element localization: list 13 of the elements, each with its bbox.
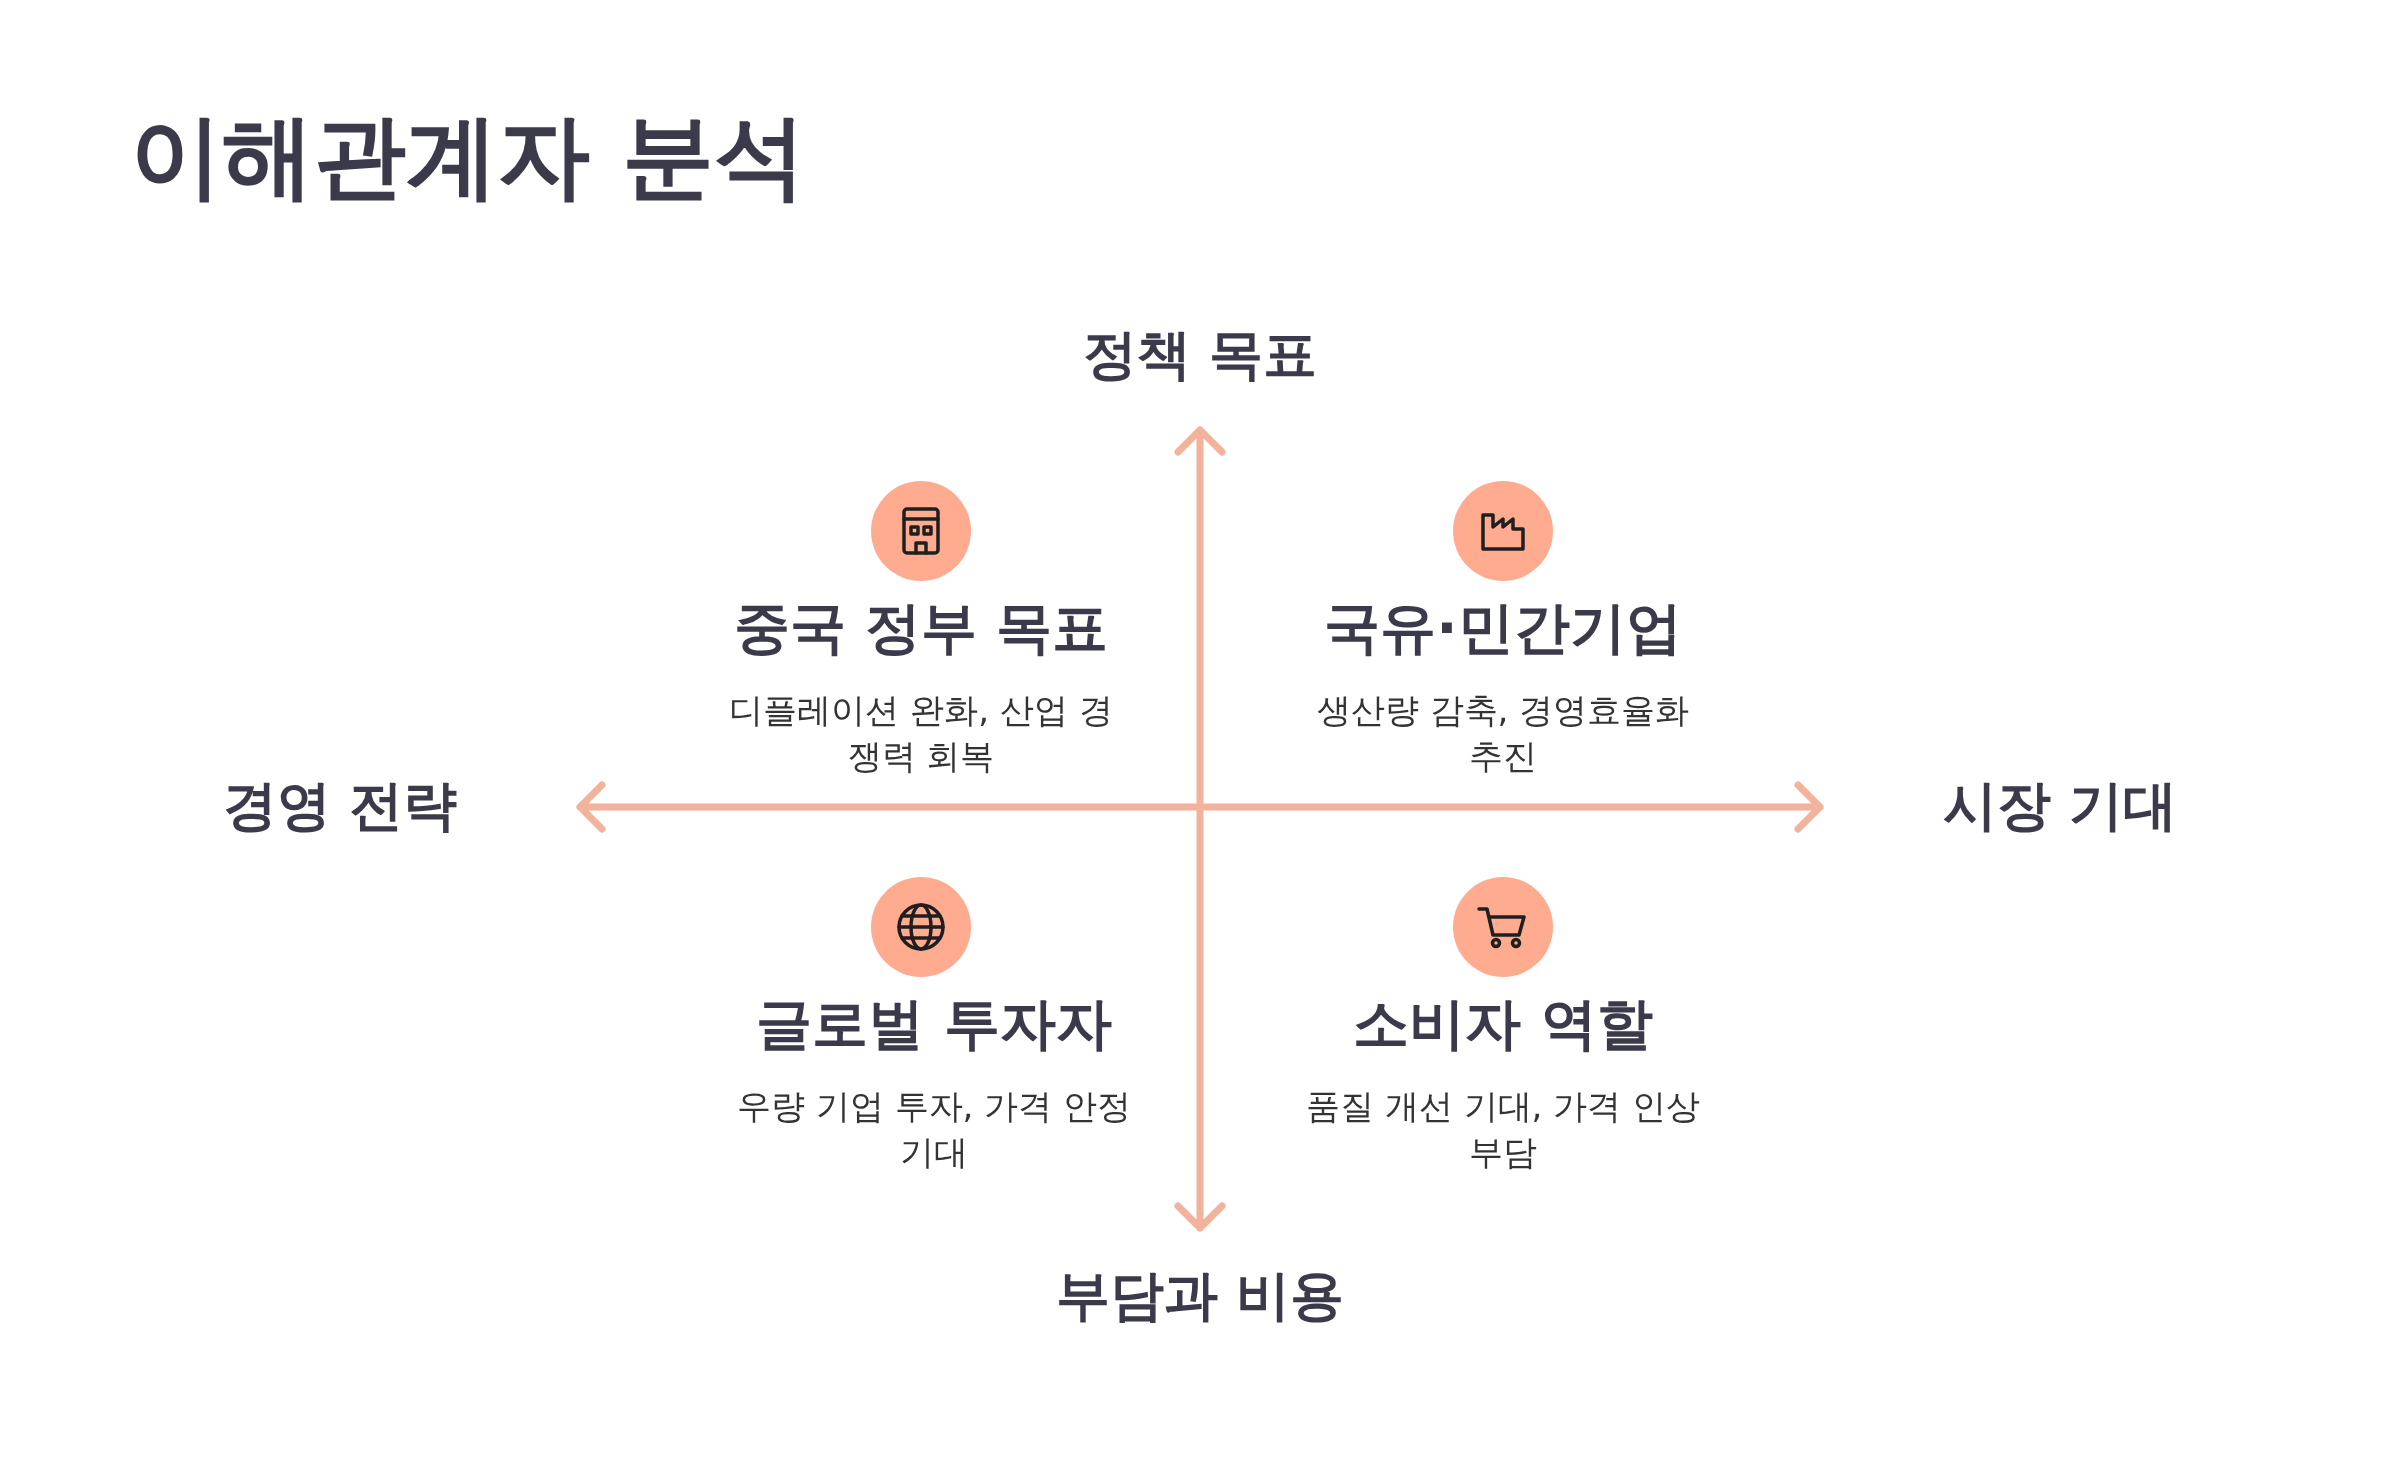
- quadrant-heading: 국유·민간기업: [1324, 594, 1682, 662]
- title: 이해관계자 분석: [130, 102, 807, 212]
- axis-label: 부담과 비용: [1055, 1262, 1345, 1329]
- quadrant-heading: 글로벌 투자자: [756, 990, 1112, 1058]
- quadrant-heading: 소비자 역할: [1353, 990, 1653, 1058]
- quadrant-description: 생산량 감축, 경영효율화 추진: [1315, 689, 1691, 778]
- quadrant-description: 디플레이션 완화, 산업 경쟁력 회복: [728, 689, 1114, 778]
- quadrant-heading: 중국 정부 목표: [733, 594, 1109, 662]
- quadrant-description: 우량 기업 투자, 가격 안정 기대: [735, 1085, 1132, 1174]
- axis-label: 시장 기대: [1942, 772, 2178, 839]
- axis-label: 정책 목표: [1082, 321, 1318, 388]
- axis-label: 경영 전략: [222, 772, 458, 839]
- quadrant-description: 품질 개선 기대, 가격 인상 부담: [1304, 1085, 1701, 1174]
